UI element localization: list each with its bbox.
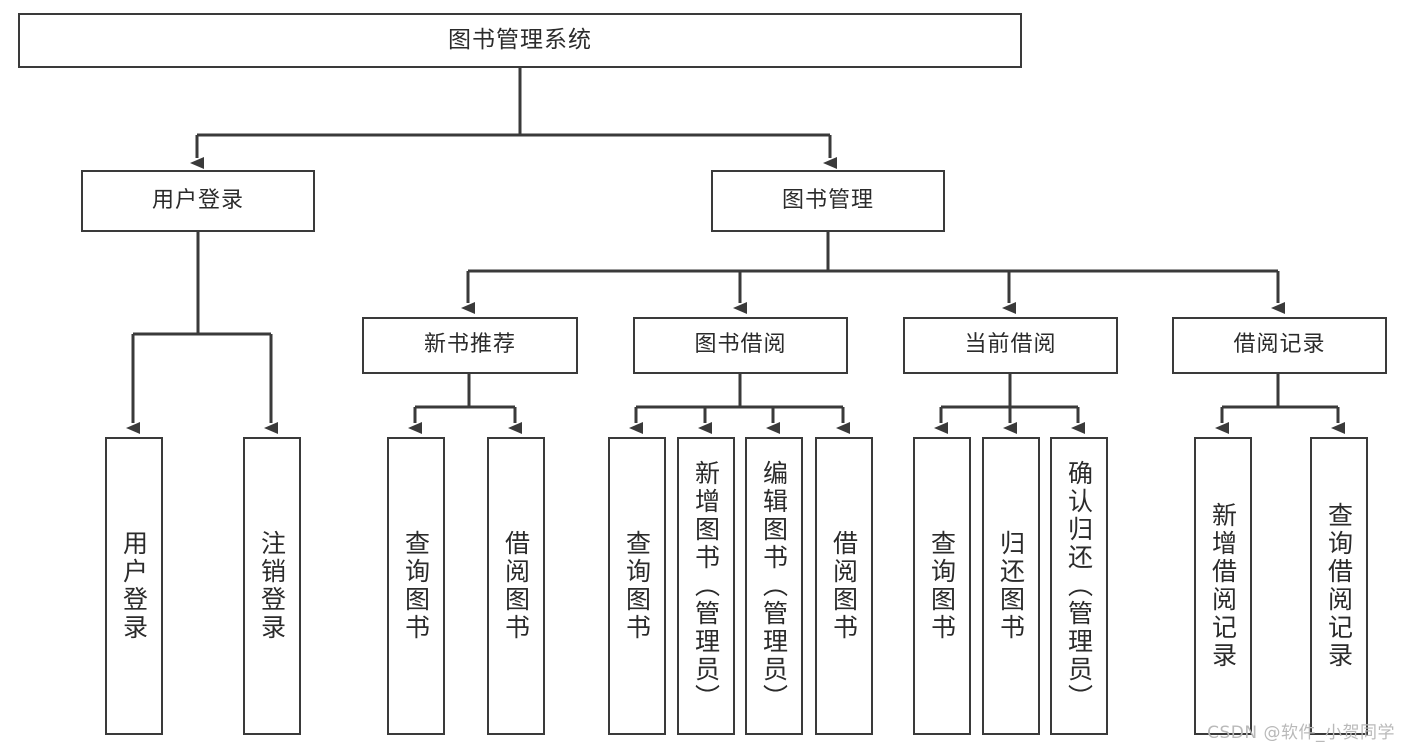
node-leaf-user-login[interactable]: 用户登录 [105,437,163,735]
node-leaf-logout-login-label: 注销登录 [257,530,287,642]
node-book-management-label: 图书管理 [781,187,874,213]
node-leaf-query-borrow-record[interactable]: 查询借阅记录 [1310,437,1368,735]
node-leaf-add-book-label: 新增图书（管理员） [691,460,721,712]
node-leaf-query-book-3-label: 查询图书 [927,530,957,642]
watermark-text: CSDN @软件_小贺同学 [1207,723,1395,743]
node-leaf-query-book-1-label: 查询图书 [401,530,431,642]
node-book-borrow[interactable]: 图书借阅 [633,317,848,374]
node-leaf-borrow-book-2[interactable]: 借阅图书 [815,437,873,735]
node-new-book-recommend-label: 新书推荐 [423,332,516,358]
node-leaf-user-login-label: 用户登录 [119,530,149,642]
node-leaf-confirm-return-label: 确认归还（管理员） [1064,460,1094,712]
node-root-label: 图书管理系统 [448,26,592,53]
node-leaf-query-borrow-record-label: 查询借阅记录 [1324,502,1354,670]
node-root[interactable]: 图书管理系统 [18,13,1022,68]
node-leaf-edit-book[interactable]: 编辑图书（管理员） [745,437,803,735]
node-leaf-borrow-book-1-label: 借阅图书 [501,530,531,642]
node-leaf-borrow-book-2-label: 借阅图书 [829,530,859,642]
node-leaf-add-borrow-record[interactable]: 新增借阅记录 [1194,437,1252,735]
node-user-login[interactable]: 用户登录 [81,170,315,232]
node-leaf-add-book[interactable]: 新增图书（管理员） [677,437,735,735]
node-leaf-confirm-return[interactable]: 确认归还（管理员） [1050,437,1108,735]
node-book-borrow-label: 图书借阅 [694,332,787,358]
node-leaf-logout-login[interactable]: 注销登录 [243,437,301,735]
node-leaf-query-book-2[interactable]: 查询图书 [608,437,666,735]
node-leaf-borrow-book-1[interactable]: 借阅图书 [487,437,545,735]
node-leaf-return-book[interactable]: 归还图书 [982,437,1040,735]
node-leaf-query-book-2-label: 查询图书 [622,530,652,642]
node-borrow-record-label: 借阅记录 [1233,332,1326,358]
node-leaf-add-borrow-record-label: 新增借阅记录 [1208,502,1238,670]
node-leaf-query-book-3[interactable]: 查询图书 [913,437,971,735]
node-leaf-return-book-label: 归还图书 [996,530,1026,642]
node-leaf-edit-book-label: 编辑图书（管理员） [759,460,789,712]
node-leaf-query-book-1[interactable]: 查询图书 [387,437,445,735]
node-borrow-record[interactable]: 借阅记录 [1172,317,1387,374]
node-new-book-recommend[interactable]: 新书推荐 [362,317,578,374]
node-current-borrow[interactable]: 当前借阅 [903,317,1118,374]
node-user-login-label: 用户登录 [151,187,244,213]
node-current-borrow-label: 当前借阅 [964,332,1057,358]
node-book-management[interactable]: 图书管理 [711,170,945,232]
